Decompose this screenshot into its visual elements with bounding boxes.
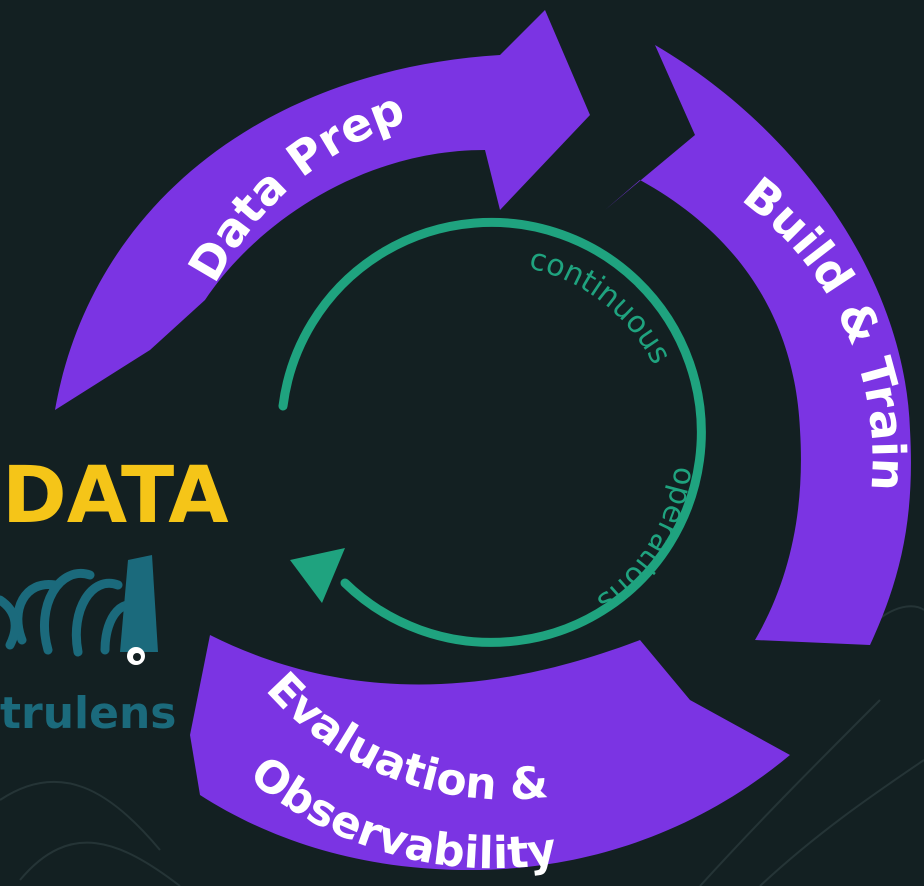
segment-data-prep xyxy=(55,10,590,410)
ring-arrowhead-icon xyxy=(290,548,345,603)
center-word-data: DATA xyxy=(2,451,229,541)
inner-text-operations: operations xyxy=(590,465,701,621)
logo-wordmark: trulens xyxy=(0,688,177,739)
squid-octopus-icon xyxy=(0,555,158,665)
segment-build-train xyxy=(605,45,911,645)
segment-evaluation xyxy=(190,635,790,870)
background-sketch xyxy=(0,605,924,886)
continuous-ring xyxy=(278,217,706,647)
